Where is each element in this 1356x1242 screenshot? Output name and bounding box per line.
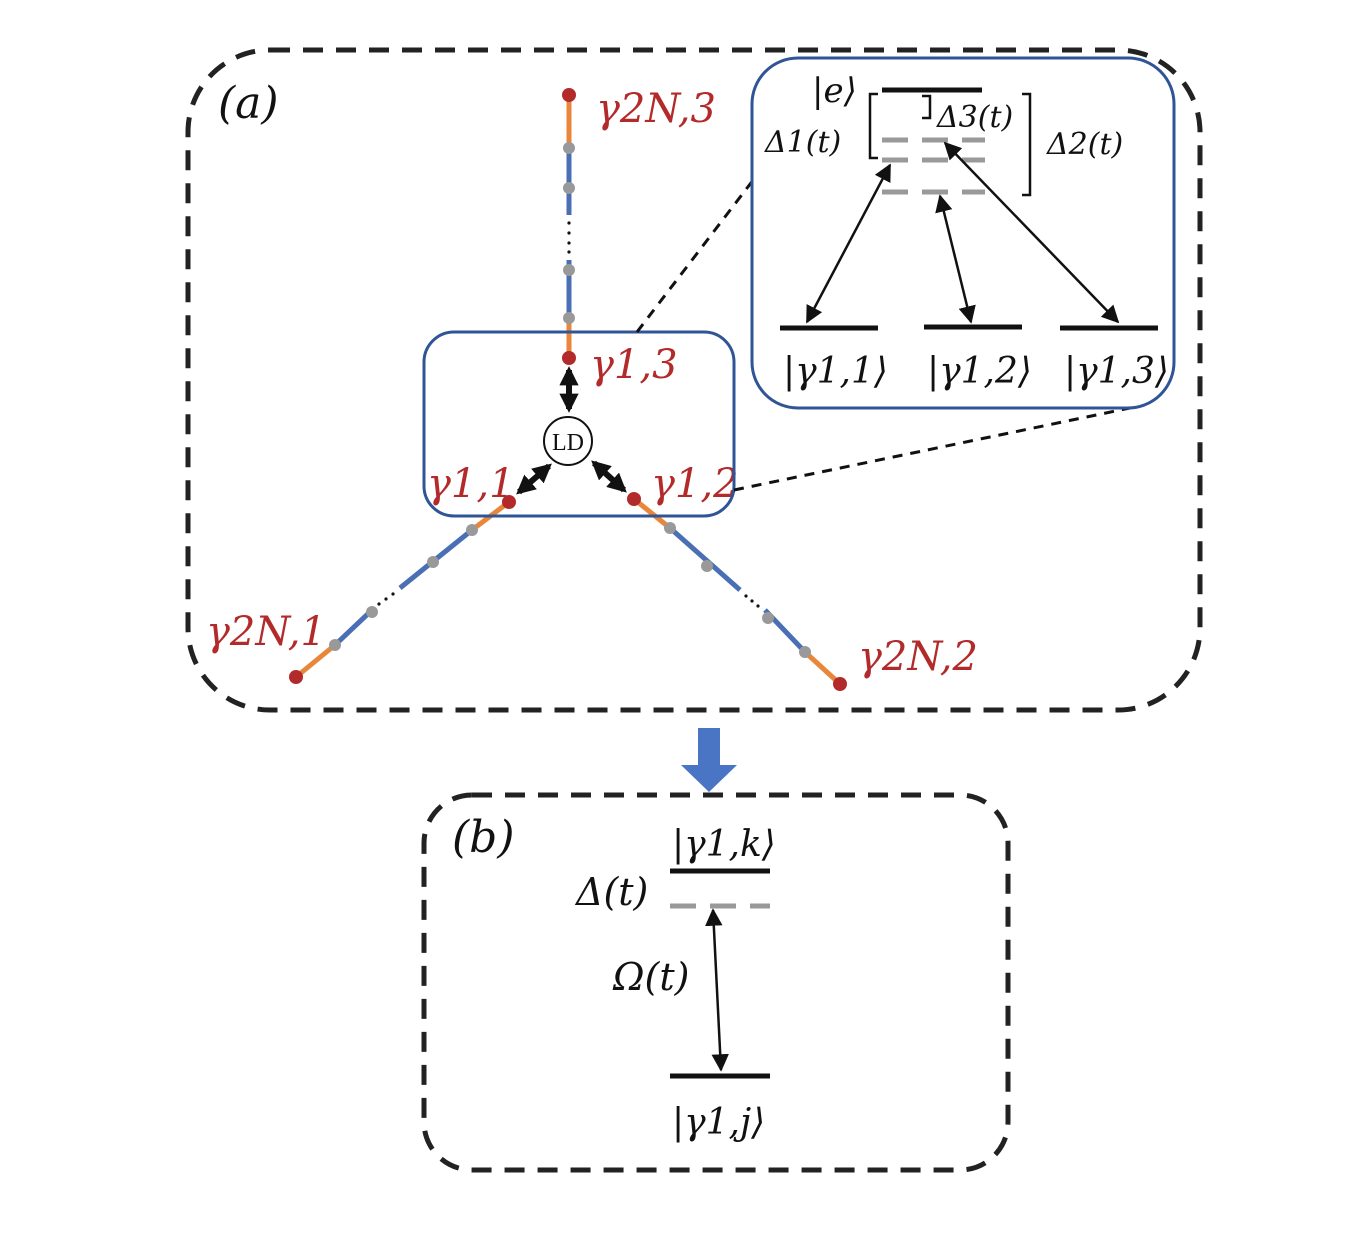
majorana-end	[289, 670, 303, 684]
coupling-label: Ω(t)	[612, 955, 689, 999]
coupling-arrow	[705, 908, 729, 1072]
majorana-end	[502, 495, 516, 509]
delta-3-label: Δ3(t)	[936, 100, 1013, 135]
ld-label: LD	[552, 430, 584, 456]
majorana-end	[562, 88, 576, 102]
majorana-end	[833, 677, 847, 691]
bond-blue	[668, 526, 742, 592]
majorana-end	[562, 351, 576, 365]
label-gamma-2N-3: γ2N,3	[596, 86, 716, 132]
site	[664, 522, 676, 534]
bracket-delta-3	[922, 94, 932, 120]
site	[366, 606, 378, 618]
ellipsis-dot	[391, 592, 395, 596]
ellipsis-dot	[744, 594, 748, 598]
panel-a-frame	[185, 47, 1203, 713]
detuning-label: Δ(t)	[574, 870, 648, 914]
bond-orange	[632, 497, 672, 530]
site	[762, 612, 774, 624]
zoom-line-lower	[733, 406, 1131, 492]
site	[329, 639, 341, 651]
ground-state-2-label: |γ1,2⟩	[927, 351, 1032, 392]
site	[799, 646, 811, 658]
label-gamma-2N-2: γ2N,2	[858, 634, 978, 680]
ellipsis-dot	[567, 241, 571, 245]
site	[563, 142, 575, 154]
lower-state-label: |γ1,j⟩	[672, 1102, 765, 1143]
panel-b-frame	[421, 792, 1011, 1173]
ellipsis-dot	[384, 597, 388, 601]
zoom-line-upper	[635, 174, 759, 333]
bracket-delta-1	[868, 92, 878, 160]
ellipsis-dot	[567, 250, 571, 254]
panel-a-label: (a)	[218, 78, 279, 129]
junction-box	[422, 330, 736, 518]
chain-1	[289, 495, 516, 684]
site	[466, 524, 478, 536]
site	[427, 556, 439, 568]
ellipsis-dot	[567, 221, 571, 225]
transition-arrow-1	[805, 163, 892, 324]
upper-state-label: |γ1,k⟩	[672, 824, 776, 865]
ground-state-3-label: |γ1,3⟩	[1064, 351, 1169, 392]
label-gamma-1-3: γ1,3	[590, 342, 678, 388]
bond-orange	[294, 643, 337, 679]
ellipsis-dot	[756, 604, 760, 608]
label-gamma-1-2: γ1,2	[651, 461, 739, 507]
site	[563, 182, 575, 194]
label-gamma-1-1: γ1,1	[427, 461, 515, 507]
ellipsis-dot	[377, 602, 381, 606]
site	[563, 312, 575, 324]
coupling-arrow-2	[591, 460, 627, 493]
bond-blue	[333, 608, 374, 647]
transition-arrow-3	[943, 141, 1120, 324]
down-arrow-icon	[681, 728, 737, 792]
site	[563, 264, 575, 276]
majorana-end	[627, 492, 641, 506]
chain-3	[562, 88, 576, 365]
ground-state-1-label: |γ1,1⟩	[783, 351, 888, 392]
ellipsis-dot	[750, 599, 754, 603]
bond-orange	[803, 650, 842, 686]
coupling-arrow-1	[516, 463, 552, 495]
delta-1-label: Δ1(t)	[764, 125, 841, 160]
chain-2	[627, 492, 847, 691]
ellipsis-dot	[567, 231, 571, 235]
delta-2-label: Δ2(t)	[1046, 127, 1123, 162]
ld-circle	[543, 416, 593, 466]
site	[701, 560, 713, 572]
panel-b-label: (b)	[452, 812, 515, 863]
label-gamma-2N-1: γ2N,1	[206, 609, 326, 655]
excited-state-label: |e⟩	[812, 71, 857, 111]
